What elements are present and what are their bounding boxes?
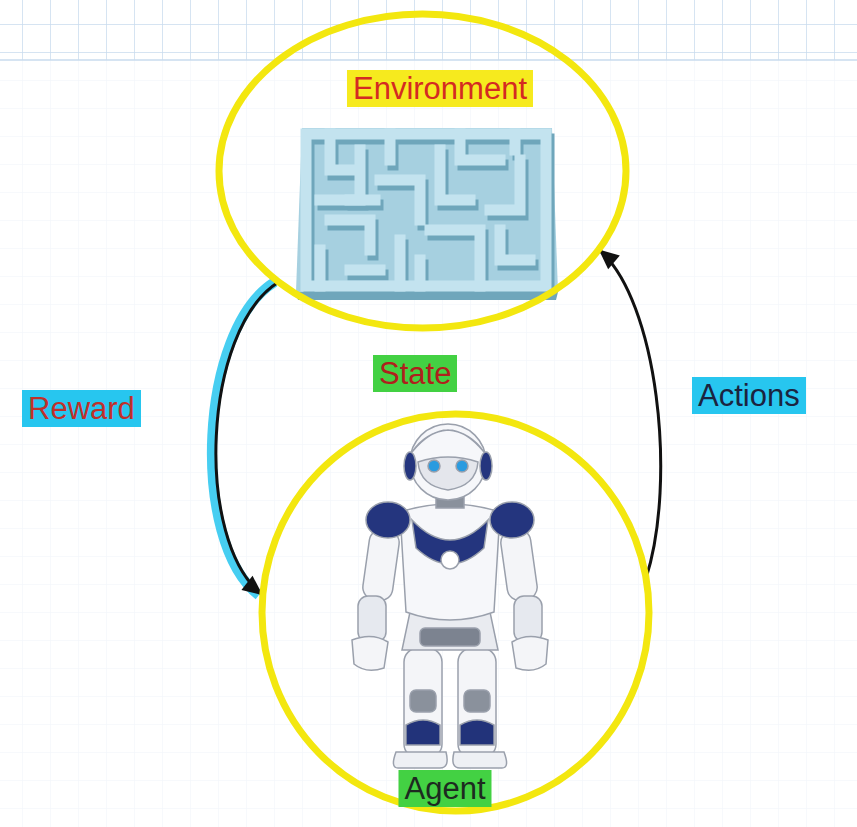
edge-label: Reward (22, 390, 141, 427)
circle-stroke (219, 14, 626, 328)
band-line (0, 59, 857, 61)
hand-drawn-circle (258, 410, 653, 815)
agent-node: Agent (258, 410, 653, 815)
circle-stroke (262, 414, 649, 811)
marker-highlight (212, 282, 275, 595)
arrow-head (599, 250, 620, 270)
state-label: State (373, 355, 457, 392)
maze-illustration (296, 128, 558, 300)
flow-arrow (212, 282, 279, 595)
paper-grid (0, 60, 857, 827)
environment-node: Environment (215, 10, 630, 332)
paper-grid-band (0, 0, 857, 60)
node-title: Environment (347, 70, 533, 107)
robot-illustration (352, 424, 548, 768)
hand-drawn-circle (215, 10, 630, 332)
node-title: Agent (398, 770, 491, 807)
edge-label: Actions (692, 377, 806, 414)
